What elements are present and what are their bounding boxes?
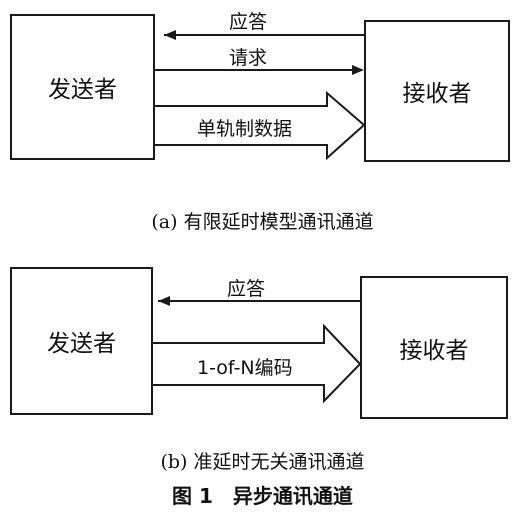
- figure-title: 图 1 异步通讯通道: [172, 484, 353, 508]
- caption-a: (a) 有限延时模型通讯通道: [151, 211, 374, 233]
- sender-label-a: 发送者: [48, 77, 117, 103]
- ack-arrow-a: [164, 30, 366, 40]
- receiver-label-a: 接收者: [402, 81, 472, 107]
- ack-label-a: 应答: [229, 11, 268, 33]
- sender-box-a: 发送者: [10, 14, 155, 160]
- receiver-label-b: 接收者: [399, 337, 469, 364]
- data-channel-arrow-b: [151, 323, 362, 404]
- data-label-a: 单轨制数据: [197, 118, 293, 140]
- ack-label-b: 应答: [227, 278, 266, 300]
- request-arrow-a: [154, 65, 364, 75]
- data-channel-arrow-a: [153, 90, 366, 161]
- ack-arrow-b: [158, 296, 362, 306]
- sender-label-b: 发送者: [47, 331, 116, 357]
- receiver-box-b: 接收者: [360, 276, 508, 419]
- receiver-box-a: 接收者: [364, 20, 510, 162]
- data-label-b: 1-of-N编码: [197, 357, 293, 379]
- caption-b: (b) 准延时无关通讯通道: [160, 451, 365, 473]
- sender-box-b: 发送者: [10, 267, 153, 415]
- request-label-a: 请求: [229, 47, 268, 69]
